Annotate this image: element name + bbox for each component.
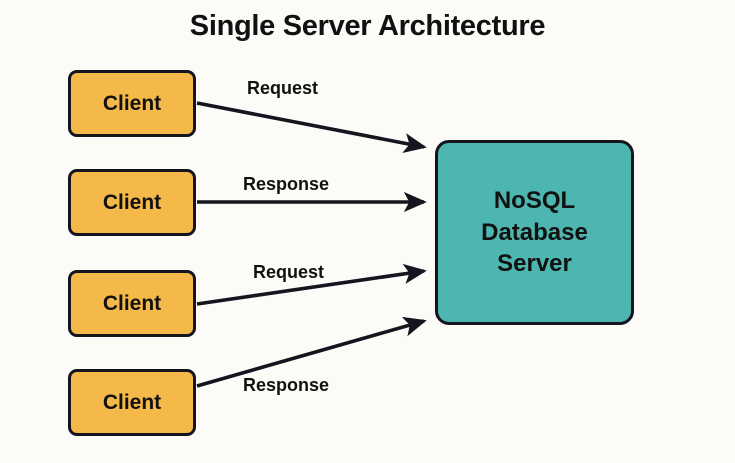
client-node-2-label: Client — [102, 191, 162, 214]
client-node-4-label: Client — [102, 391, 162, 414]
edge-label-response-1: Response — [243, 174, 330, 194]
diagram-title: Single Server Architecture — [189, 10, 546, 42]
edge-arrow-request-1 — [196, 101, 427, 154]
client-node-1-label: Client — [102, 92, 162, 115]
client-node-1[interactable]: Client — [68, 70, 196, 137]
edge-label-request-1: Request — [247, 78, 319, 98]
client-node-3[interactable]: Client — [68, 270, 196, 337]
client-node-4[interactable]: Client — [68, 369, 196, 436]
edge-label-request-2: Request — [253, 262, 325, 282]
edge-label-response-2: Response — [243, 375, 330, 395]
server-node[interactable]: NoSQL Database Server — [435, 140, 634, 325]
client-node-2[interactable]: Client — [68, 169, 196, 236]
client-node-3-label: Client — [102, 292, 162, 315]
server-node-label: NoSQL Database Server — [481, 186, 588, 278]
